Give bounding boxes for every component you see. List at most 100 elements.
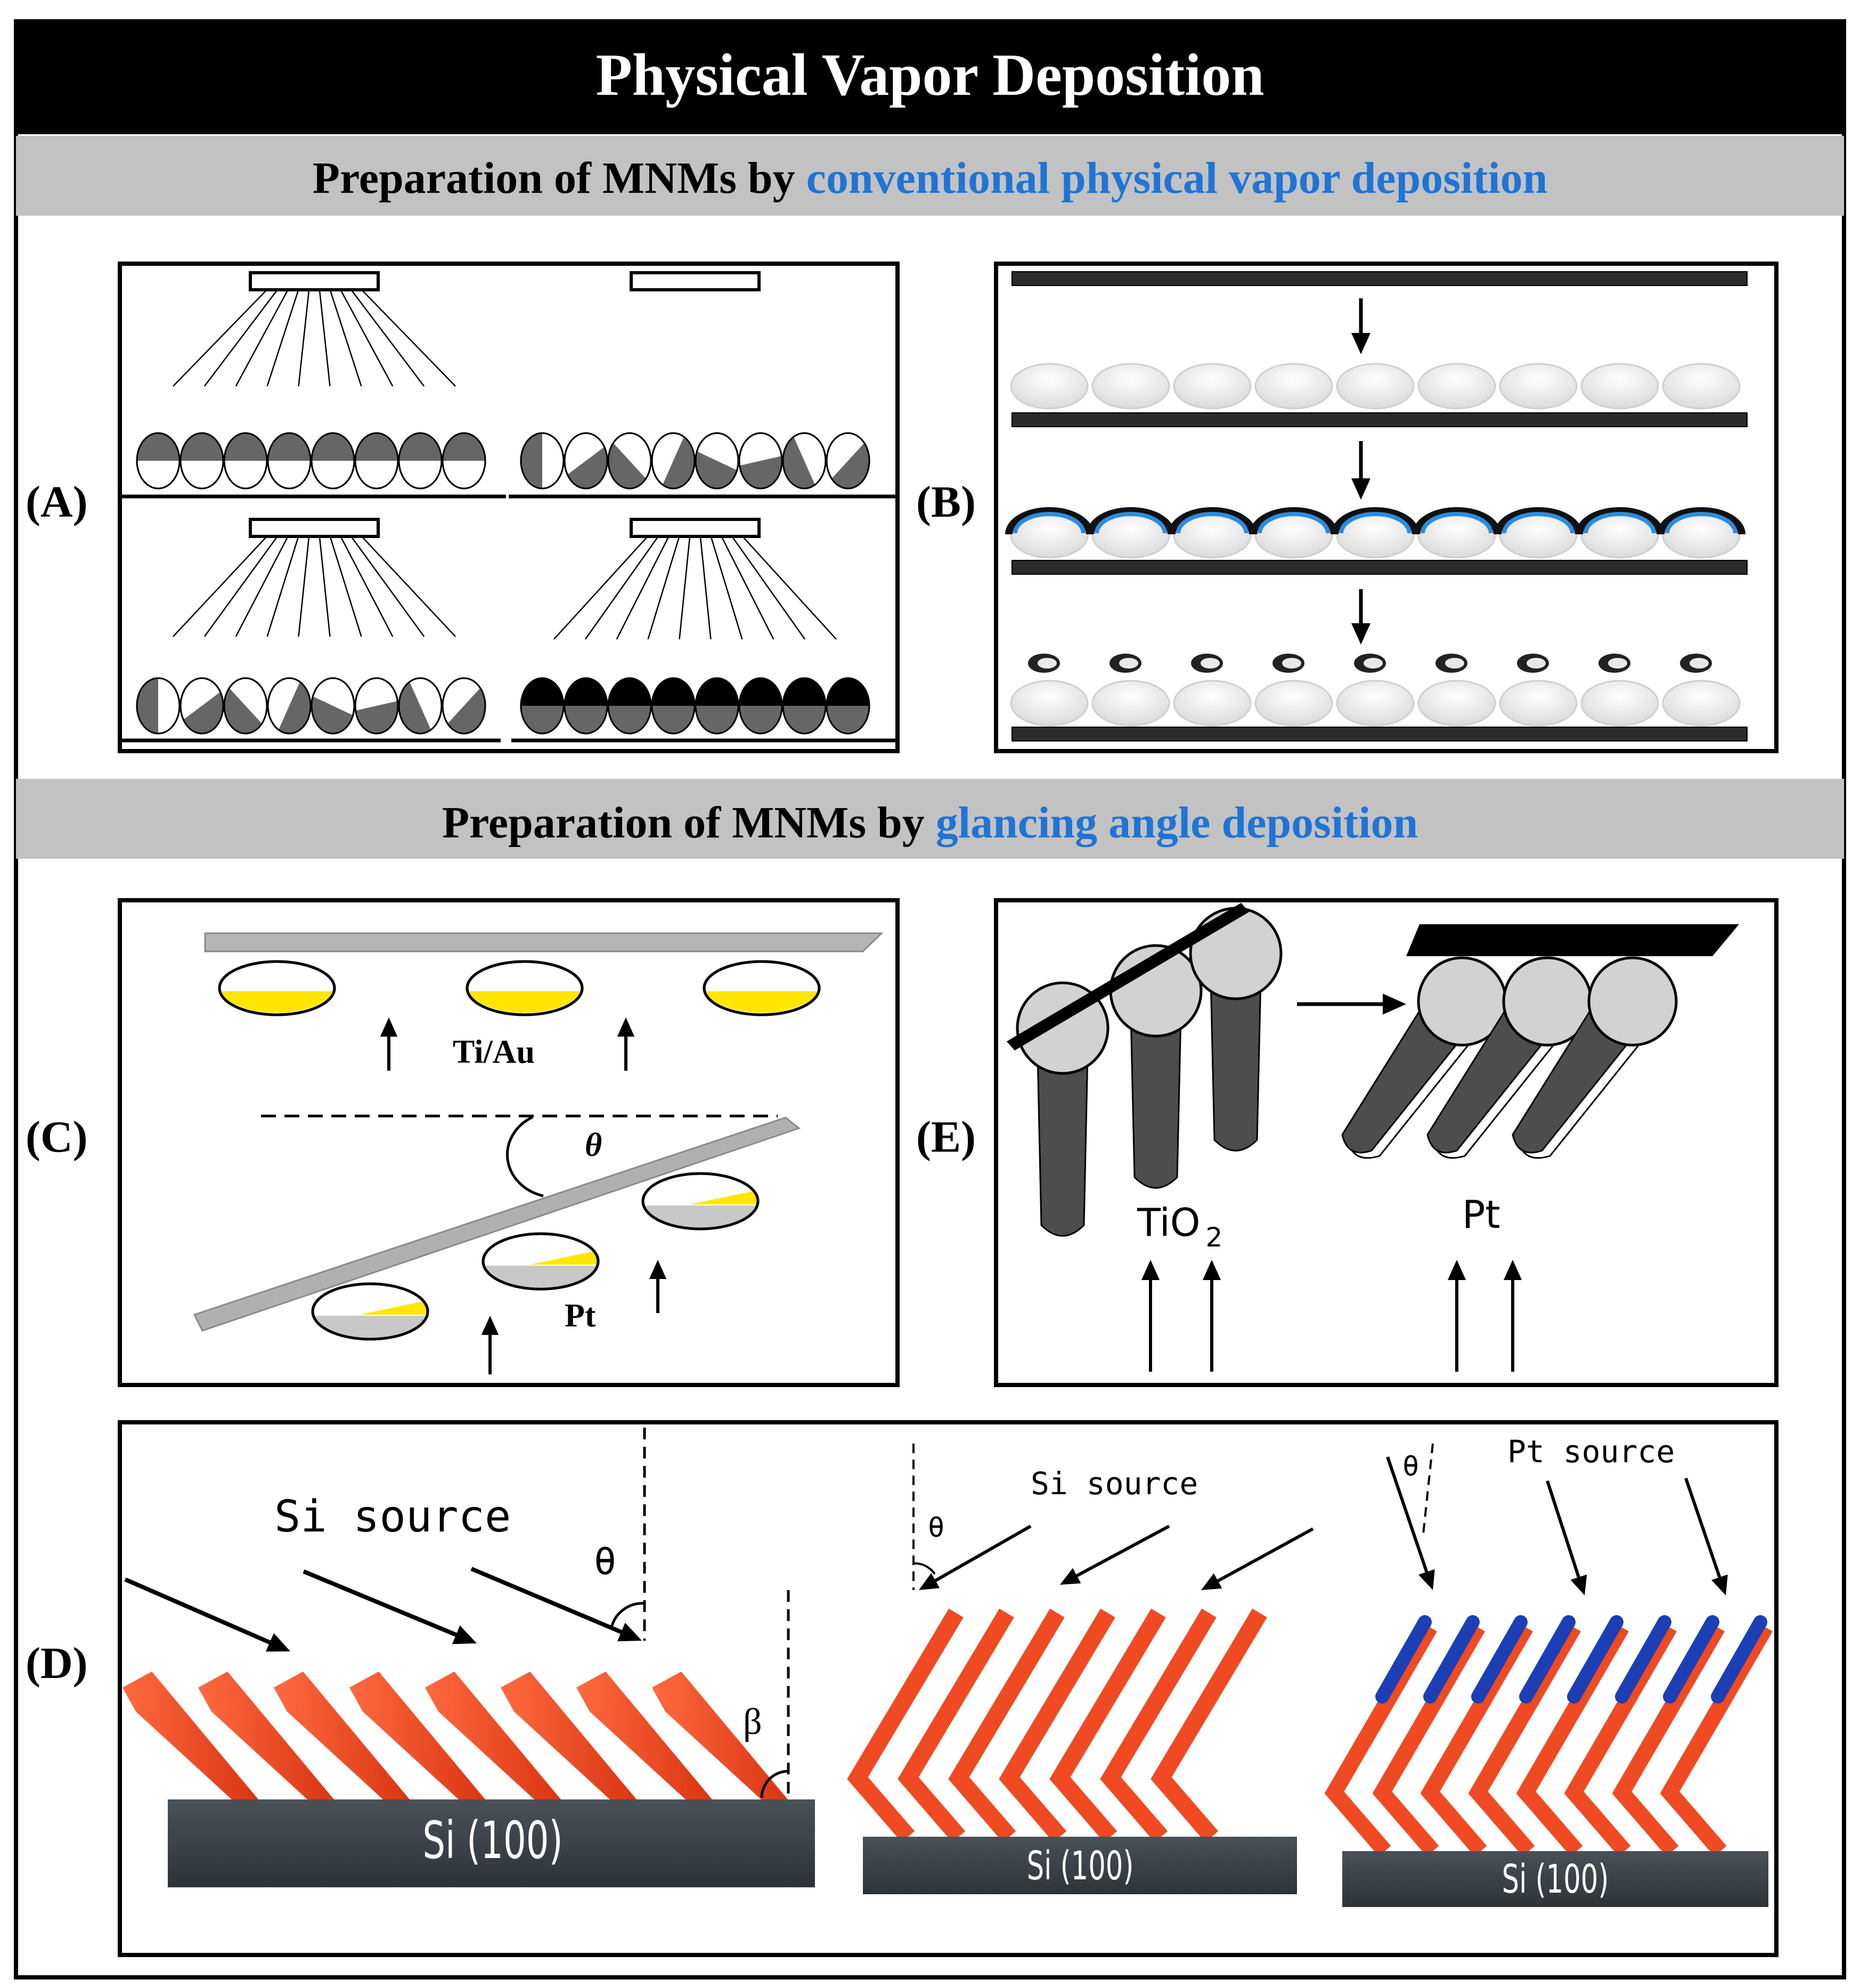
pt-flux-arrow-1 [1386,1456,1435,1590]
si-flux-arrow-2-3 [1201,1527,1314,1590]
si-flux-arrow-2-3-head [1201,1573,1222,1590]
vapor-ray [203,290,278,387]
section-title-glancing: Preparation of MNMs by glancing angle de… [442,798,1418,848]
vapor-ray [584,536,659,640]
janus-sphere [520,677,565,735]
janus-sphere [695,677,739,735]
beta-label: β [743,1701,762,1742]
pt-particle-2 [482,1232,600,1291]
process-arrow-2-head [1351,478,1370,500]
sphere-rim [311,677,355,735]
sphere-cap [355,700,398,734]
vapor-rays-1 [173,290,456,387]
transform-arrow [1297,993,1406,1015]
bead-body [1417,680,1496,727]
pt-tip-coating [1615,1615,1671,1704]
sphere-cap [831,443,869,488]
pt-flux-arrow-2-head [1570,1574,1587,1595]
janus-sphere [442,432,486,490]
bead-body [1254,363,1333,410]
tilted-plate-left [1007,903,1249,1050]
sphere-rim [311,432,355,490]
pt-tip-coating [1663,1615,1719,1704]
slanted-rod [274,1672,410,1799]
pt-tip-coating [1711,1615,1767,1704]
vapor-ray [173,536,267,637]
bead-coating [1250,507,1338,535]
panel-a-frame [118,262,900,753]
pt-flux-arrow-2-shaft [1546,1480,1580,1578]
vapor-ray [203,536,278,637]
pt-particle-1 [641,1172,760,1231]
janus-sphere [564,432,608,490]
flux-arrow-c-1 [380,1017,398,1071]
bead [1336,654,1415,727]
pt-rod-1 [1341,956,1507,1159]
sphere-cap [279,681,311,734]
flux-arrow-e-4 [1503,1260,1522,1372]
vapor-ray [340,290,394,387]
flux-arrow-c-3 [649,1260,667,1313]
si-flux-arrow-2-2-shaft [1076,1525,1170,1577]
zigzag-rod [948,1608,1065,1843]
rod-cap [1587,956,1678,1047]
sphere-cap [355,433,398,461]
released-cap-inner [1201,658,1220,669]
bead [1336,363,1415,410]
pt-tip-coating [1375,1615,1432,1704]
particle-gold-half [221,991,333,1013]
vapor-ray [731,536,806,640]
si-flux-arrow-1-2-shaft [303,1569,457,1637]
pt-rod-2 [1426,956,1593,1159]
particle-rim [311,1282,429,1341]
bead [1254,654,1333,727]
rod-body [1129,990,1182,1189]
sphere-cap [181,433,223,461]
janus-sphere [520,432,565,490]
sphere-cap [608,443,646,488]
pt-flux-arrow-1-shaft [1386,1456,1429,1573]
sphere-cap-top [608,678,651,706]
particle-gray-half [484,1266,597,1289]
sphere-cap [224,688,262,734]
theta-angle-arc [506,1115,544,1197]
si-flux-arrow-2-3-shaft [1217,1527,1314,1583]
si-flux-arrow-1-1-head [265,1633,290,1652]
slanted-rod [652,1672,788,1799]
sphere-row-1 [136,432,486,490]
panel-label-b: (B) [916,477,976,527]
sphere-cap [312,433,354,461]
top-substrate-plate [204,932,884,952]
bead-body [1091,363,1170,410]
janus-sphere [826,677,870,735]
slanted-rod [576,1672,712,1799]
pt-rod-3 [1512,956,1678,1159]
sphere-rim [564,432,608,490]
particle-rim [641,1172,760,1231]
bead-row-3 [1010,654,1741,727]
sphere-cap [443,433,485,461]
sphere-cap-top [783,678,826,706]
sphere-cap [567,447,607,488]
bead-coating [1005,507,1094,535]
vapor-ray [319,536,331,637]
bead [1662,363,1741,410]
vapor-ray [298,536,310,637]
sphere-cap-top [521,678,564,706]
sphere-cap-top [739,678,782,706]
transform-arrow-head [1383,993,1406,1015]
sphere-cap-bottom [652,706,695,734]
vapor-ray [329,290,362,387]
bead [1499,363,1578,410]
bead-coating-blue [1502,512,1575,534]
sphere-cap-bottom [827,706,869,734]
bead [1254,363,1333,410]
released-cap-inner [1527,658,1546,669]
vapor-ray [553,536,648,640]
flux-arrow-e-2-head [1202,1260,1221,1280]
janus-sphere [607,432,652,490]
bead [1010,654,1089,727]
sphere-cap [399,433,442,461]
sphere-rim [695,677,739,735]
bead [1173,654,1252,727]
